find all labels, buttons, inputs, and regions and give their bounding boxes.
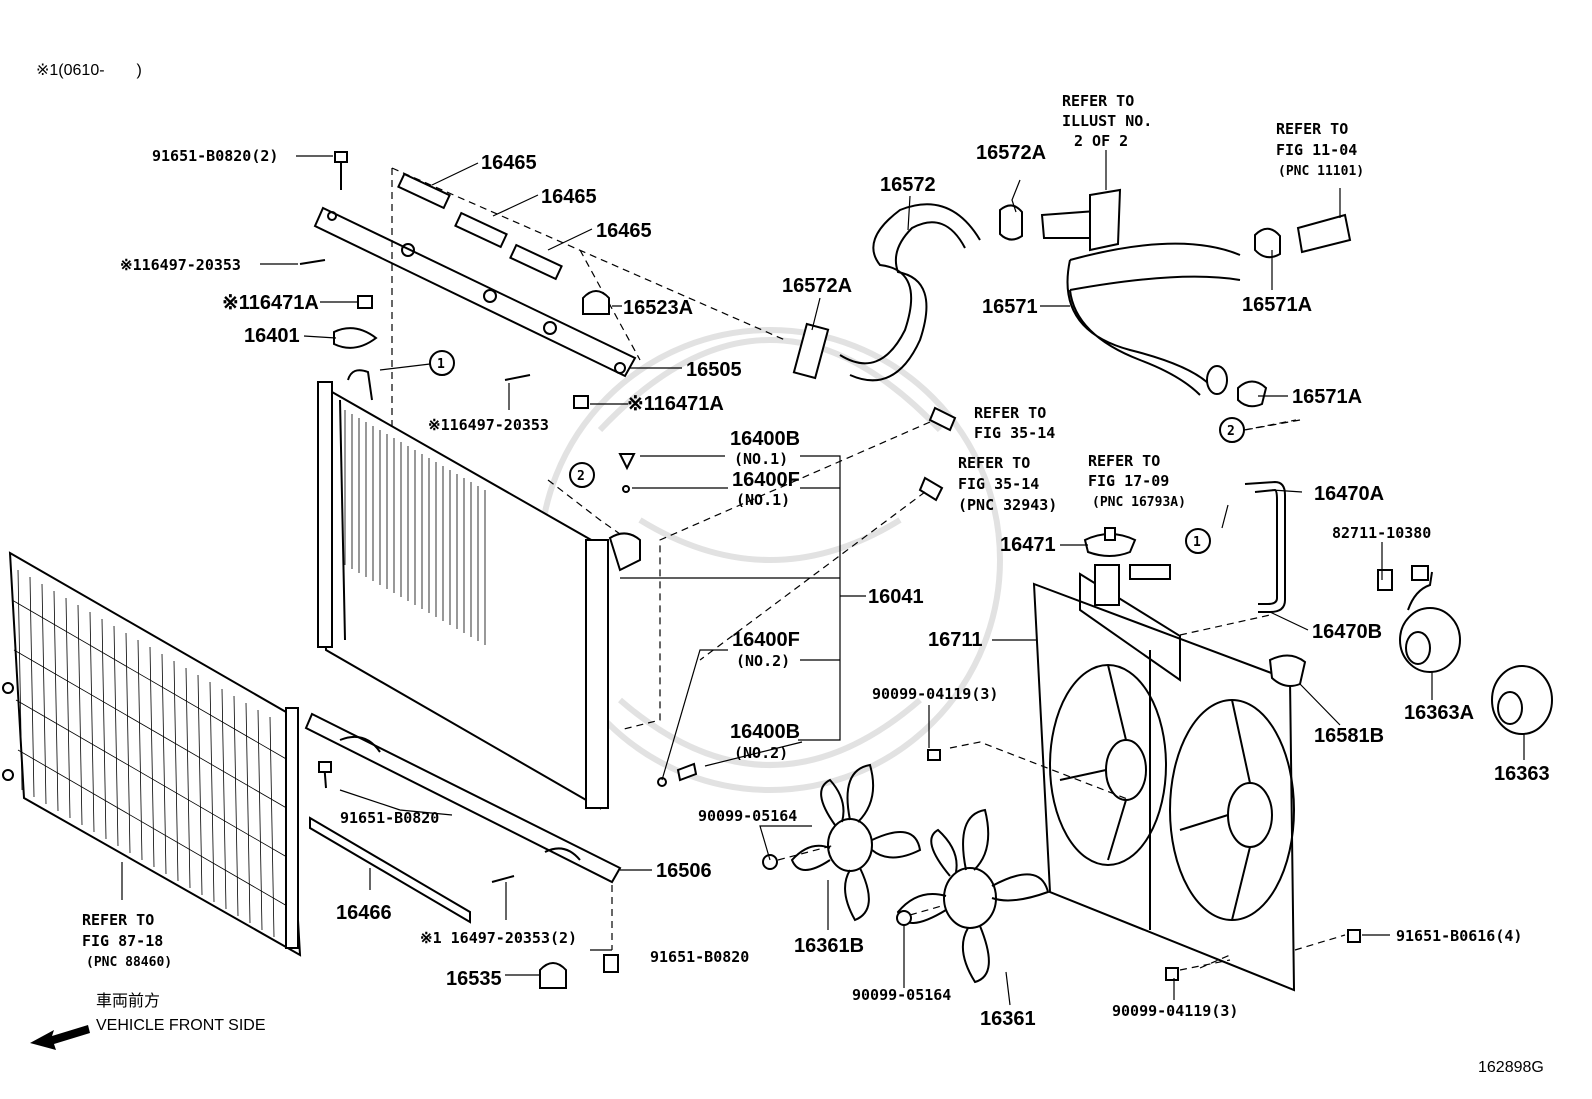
vehicle-front-jp: 車両前方 — [96, 992, 160, 1010]
leader-lines — [121, 150, 1525, 1006]
vehicle-front-en: VEHICLE FRONT SIDE — [96, 1017, 266, 1034]
ref-fig3514a-line1: REFER TO — [974, 404, 1046, 422]
label-16041: 16041 — [868, 586, 924, 608]
label-16571a-bot: 16571A — [1292, 386, 1362, 408]
label-90099-04119-a: 90099-04119(3) — [872, 685, 998, 703]
label-16571: 16571 — [982, 296, 1038, 318]
radiator — [316, 369, 641, 810]
ref-illust-line3: 2 OF 2 — [1074, 132, 1128, 150]
label-16470a: 16470A — [1314, 483, 1384, 505]
label-16506: 16506 — [656, 860, 712, 882]
ref-fig3514b-line3: (PNC 32943) — [958, 496, 1057, 514]
label-16401: 16401 — [244, 325, 300, 347]
part-labels: 91651-B0820(2) 16465 16465 16465 ※116497… — [120, 142, 1550, 1030]
label-16400f-no1-sub: (NO.1) — [736, 491, 790, 509]
label-16400f-no1: 16400F — [732, 469, 800, 491]
vehicle-front-indicator: 車両前方 VEHICLE FRONT SIDE — [30, 992, 266, 1050]
circle-ref-2-b: 2 — [1219, 417, 1245, 443]
label-16470b: 16470B — [1312, 621, 1382, 643]
label-16400b-no1: 16400B — [730, 428, 800, 450]
label-82711-10380: 82711-10380 — [1332, 524, 1431, 542]
circle-ref-1-a: 1 — [429, 350, 455, 376]
label-16572a-left: 16572A — [782, 275, 852, 297]
label-16471: 16471 — [1000, 534, 1056, 556]
fan-16361B — [790, 763, 922, 922]
label-91651-b0616-4: 91651-B0616(4) — [1396, 927, 1522, 945]
label-16400b-no1-sub: (NO.1) — [734, 450, 788, 468]
label-90099-05164-b: 90099-05164 — [852, 986, 951, 1004]
circle-ref-1-b: 1 — [1185, 528, 1211, 554]
label-16581b: 16581B — [1314, 725, 1384, 747]
label-16400f-no2-sub: (NO.2) — [736, 652, 790, 670]
label-16471a-b: ※116471A — [627, 393, 724, 415]
label-16465-a: 16465 — [481, 152, 537, 174]
ref-fig8718-line2: FIG 87-18 — [82, 932, 163, 950]
circle-ref-1-b-text: 1 — [1193, 535, 1201, 550]
figure-id: 162898G — [1478, 1059, 1544, 1076]
lower-support — [304, 712, 622, 950]
label-16535: 16535 — [446, 968, 502, 990]
ref-fig1104-line2: FIG 11-04 — [1276, 141, 1357, 159]
label-16523a: 16523A — [623, 297, 693, 319]
label-16361b: 16361B — [794, 935, 864, 957]
motor-16363A — [1377, 565, 1461, 673]
label-16711: 16711 — [928, 629, 983, 651]
ref-fig3514b-line2: FIG 35-14 — [958, 475, 1039, 493]
fan-shroud — [1032, 564, 1346, 992]
circle-ref-1-a-text: 1 — [437, 357, 445, 372]
circle-ref-2-a: 2 — [569, 462, 595, 488]
header-note: ※1(0610- ) — [36, 62, 142, 79]
circle-ref-2-b-text: 2 — [1227, 424, 1235, 439]
label-16465-c: 16465 — [596, 220, 652, 242]
label-16400f-no2: 16400F — [732, 629, 800, 651]
hoses — [792, 188, 1352, 613]
label-16505: 16505 — [686, 359, 742, 381]
ref-illust-line2: ILLUST NO. — [1062, 112, 1152, 130]
label-16497-20353-c: ※1 16497-20353(2) — [420, 929, 577, 947]
label-16361: 16361 — [980, 1008, 1036, 1030]
motor-16363 — [1491, 665, 1553, 735]
label-16465-b: 16465 — [541, 186, 597, 208]
label-91651-b0820-c: 91651-B0820 — [650, 948, 749, 966]
ref-fig3514b-line1: REFER TO — [958, 454, 1030, 472]
label-16363: 16363 — [1494, 763, 1550, 785]
ref-fig3514a-line2: FIG 35-14 — [974, 424, 1055, 442]
ref-fig1709-line2: FIG 17-09 — [1088, 472, 1169, 490]
ref-illust-line1: REFER TO — [1062, 92, 1134, 110]
ref-fig1709-line1: REFER TO — [1088, 452, 1160, 470]
ref-fig8718-line1: REFER TO — [82, 911, 154, 929]
label-91651-b0820-b: 91651-B0820 — [340, 809, 439, 827]
label-16400b-no2: 16400B — [730, 721, 800, 743]
condenser — [2, 551, 302, 957]
misc-parts — [762, 527, 1361, 981]
label-16466: 16466 — [336, 902, 392, 924]
label-16571a-top: 16571A — [1242, 294, 1312, 316]
fasteners — [299, 151, 957, 989]
label-16572: 16572 — [880, 174, 936, 196]
label-16400b-no2-sub: (NO.2) — [734, 744, 788, 762]
fan-16361 — [896, 808, 1050, 984]
label-16471a-a: ※116471A — [222, 292, 319, 314]
circle-ref-2-a-text: 2 — [577, 469, 585, 484]
label-16363a: 16363A — [1404, 702, 1474, 724]
upper-support — [313, 167, 786, 430]
label-16497-20353-b: ※116497-20353 — [428, 416, 549, 434]
label-16497-20353-a: ※116497-20353 — [120, 256, 241, 274]
ref-fig1104-line3: (PNC 11101) — [1278, 164, 1364, 179]
label-91651-b0820-2: 91651-B0820(2) — [152, 147, 278, 165]
label-90099-04119-b: 90099-04119(3) — [1112, 1002, 1238, 1020]
refer-notes: REFER TO ILLUST NO. 2 OF 2 REFER TO FIG … — [82, 92, 1364, 970]
ref-fig1709-line3: (PNC 16793A) — [1092, 495, 1186, 510]
label-16572a-top: 16572A — [976, 142, 1046, 164]
front-arrow-icon — [30, 1025, 90, 1050]
ref-fig8718-line3: (PNC 88460) — [86, 955, 172, 970]
label-90099-05164-a: 90099-05164 — [698, 807, 797, 825]
ref-fig1104-line1: REFER TO — [1276, 120, 1348, 138]
